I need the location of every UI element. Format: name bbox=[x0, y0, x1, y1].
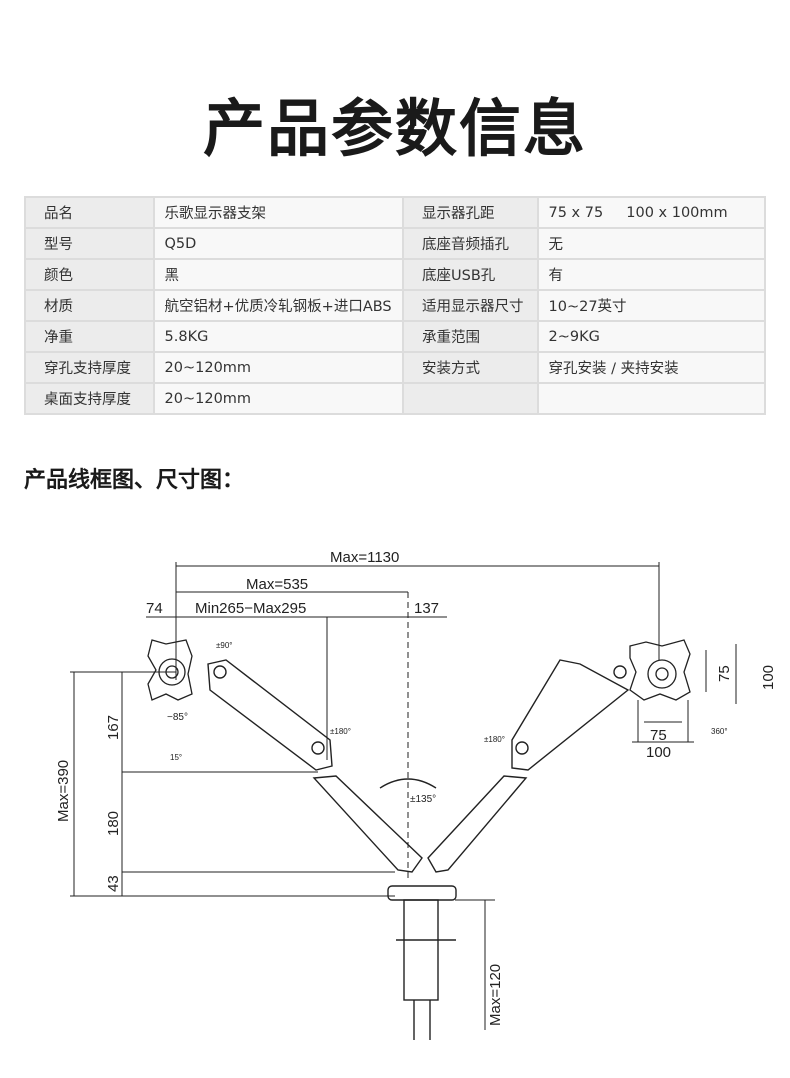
spec-row: 颜色黑底座USB孔有 bbox=[24, 258, 766, 291]
spec-value: 20~120mm bbox=[152, 351, 405, 384]
dim-max-390: Max=390 bbox=[55, 760, 72, 822]
spec-label: 桌面支持厚度 bbox=[24, 382, 155, 415]
rot-180-right-label: ±180° bbox=[484, 735, 505, 744]
spec-value: Q5D bbox=[152, 227, 405, 260]
dim-75-h: 75 bbox=[650, 727, 667, 744]
spec-value: 10~27英寸 bbox=[536, 289, 766, 322]
dim-167: 167 bbox=[105, 715, 122, 740]
spec-value: 5.8KG bbox=[152, 320, 405, 353]
spec-label: 材质 bbox=[24, 289, 155, 322]
spec-value: 20~120mm bbox=[152, 382, 405, 415]
dimension-diagram: Max=1130 Max=535 74 Min265−Max295 137 ±9… bbox=[55, 549, 777, 1040]
spec-value: 2~9KG bbox=[536, 320, 766, 353]
spec-label: 显示器孔距 bbox=[402, 196, 539, 229]
rot-135-label: ±135° bbox=[410, 794, 436, 805]
spec-label: 底座音频插孔 bbox=[402, 227, 539, 260]
dim-180: 180 bbox=[105, 811, 122, 836]
dim-max-535: Max=535 bbox=[246, 576, 308, 593]
right-vesa-plate bbox=[629, 639, 691, 701]
dim-100-h: 100 bbox=[646, 744, 671, 761]
page-title: 产品参数信息 bbox=[202, 92, 587, 165]
spec-value: 无 bbox=[536, 227, 766, 260]
rot-90-label: ±90° bbox=[216, 641, 233, 650]
spec-value: 黑 bbox=[152, 258, 405, 291]
spec-value: 乐歌显示器支架 bbox=[152, 196, 405, 229]
spec-value: 有 bbox=[536, 258, 766, 291]
spec-label bbox=[402, 382, 539, 415]
left-vesa-plate bbox=[147, 639, 193, 701]
dim-43: 43 bbox=[105, 875, 122, 892]
diagram-heading: 产品线框图、尺寸图： bbox=[24, 468, 245, 493]
spec-label: 底座USB孔 bbox=[402, 258, 539, 291]
dim-max-120: Max=120 bbox=[487, 964, 504, 1026]
dim-137: 137 bbox=[414, 600, 439, 617]
dim-75-v: 75 bbox=[716, 665, 733, 682]
spec-value: 航空铝材+优质冷轧钢板+进口ABS bbox=[152, 289, 405, 322]
spec-value: 75 x 75 100 x 100mm bbox=[536, 196, 766, 229]
spec-value bbox=[536, 382, 766, 415]
dim-74: 74 bbox=[146, 600, 163, 617]
dimension-lines bbox=[70, 562, 737, 1030]
rot-360-label: 360° bbox=[711, 727, 728, 736]
spec-label: 穿孔支持厚度 bbox=[24, 351, 155, 384]
dim-100-v: 100 bbox=[760, 665, 777, 690]
spec-label: 品名 bbox=[24, 196, 155, 229]
dim-min-max: Min265−Max295 bbox=[195, 600, 306, 617]
spec-label: 承重范围 bbox=[402, 320, 539, 353]
spec-label: 安装方式 bbox=[402, 351, 539, 384]
monitor-arms bbox=[207, 659, 630, 1040]
tilt-minus85-label: −85° bbox=[167, 712, 188, 723]
spec-label: 颜色 bbox=[24, 258, 155, 291]
spec-label: 净重 bbox=[24, 320, 155, 353]
tilt-15-label: 15° bbox=[170, 753, 182, 762]
spec-value: 穿孔安装 / 夹持安装 bbox=[536, 351, 766, 384]
dim-max-1130: Max=1130 bbox=[330, 549, 399, 566]
spec-label: 适用显示器尺寸 bbox=[402, 289, 539, 322]
spec-label: 型号 bbox=[24, 227, 155, 260]
rot-180-left-label: ±180° bbox=[330, 727, 351, 736]
